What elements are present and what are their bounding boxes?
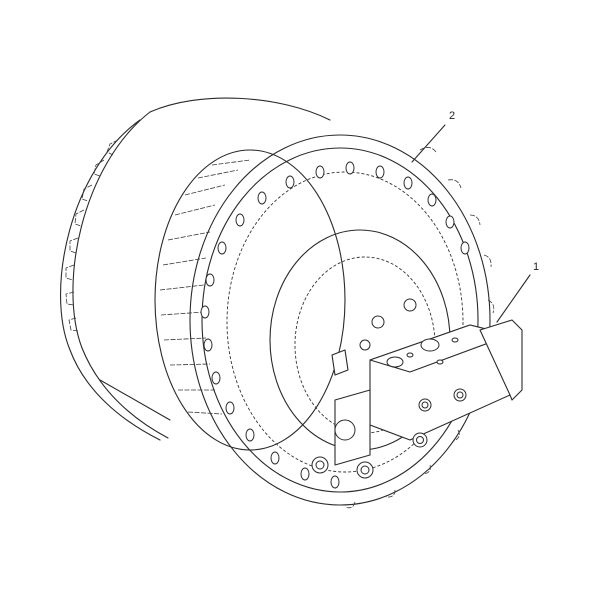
main-flange xyxy=(189,134,495,509)
leader-line-1 xyxy=(496,274,531,323)
valve-block xyxy=(311,298,523,479)
ribbed-hub xyxy=(154,149,346,451)
rear-drum xyxy=(60,97,331,441)
callout-label-2: 2 xyxy=(449,110,456,122)
leader-line-2 xyxy=(411,124,446,163)
callout-label-1: 1 xyxy=(533,261,540,273)
flange-bolt-holes xyxy=(200,161,470,489)
